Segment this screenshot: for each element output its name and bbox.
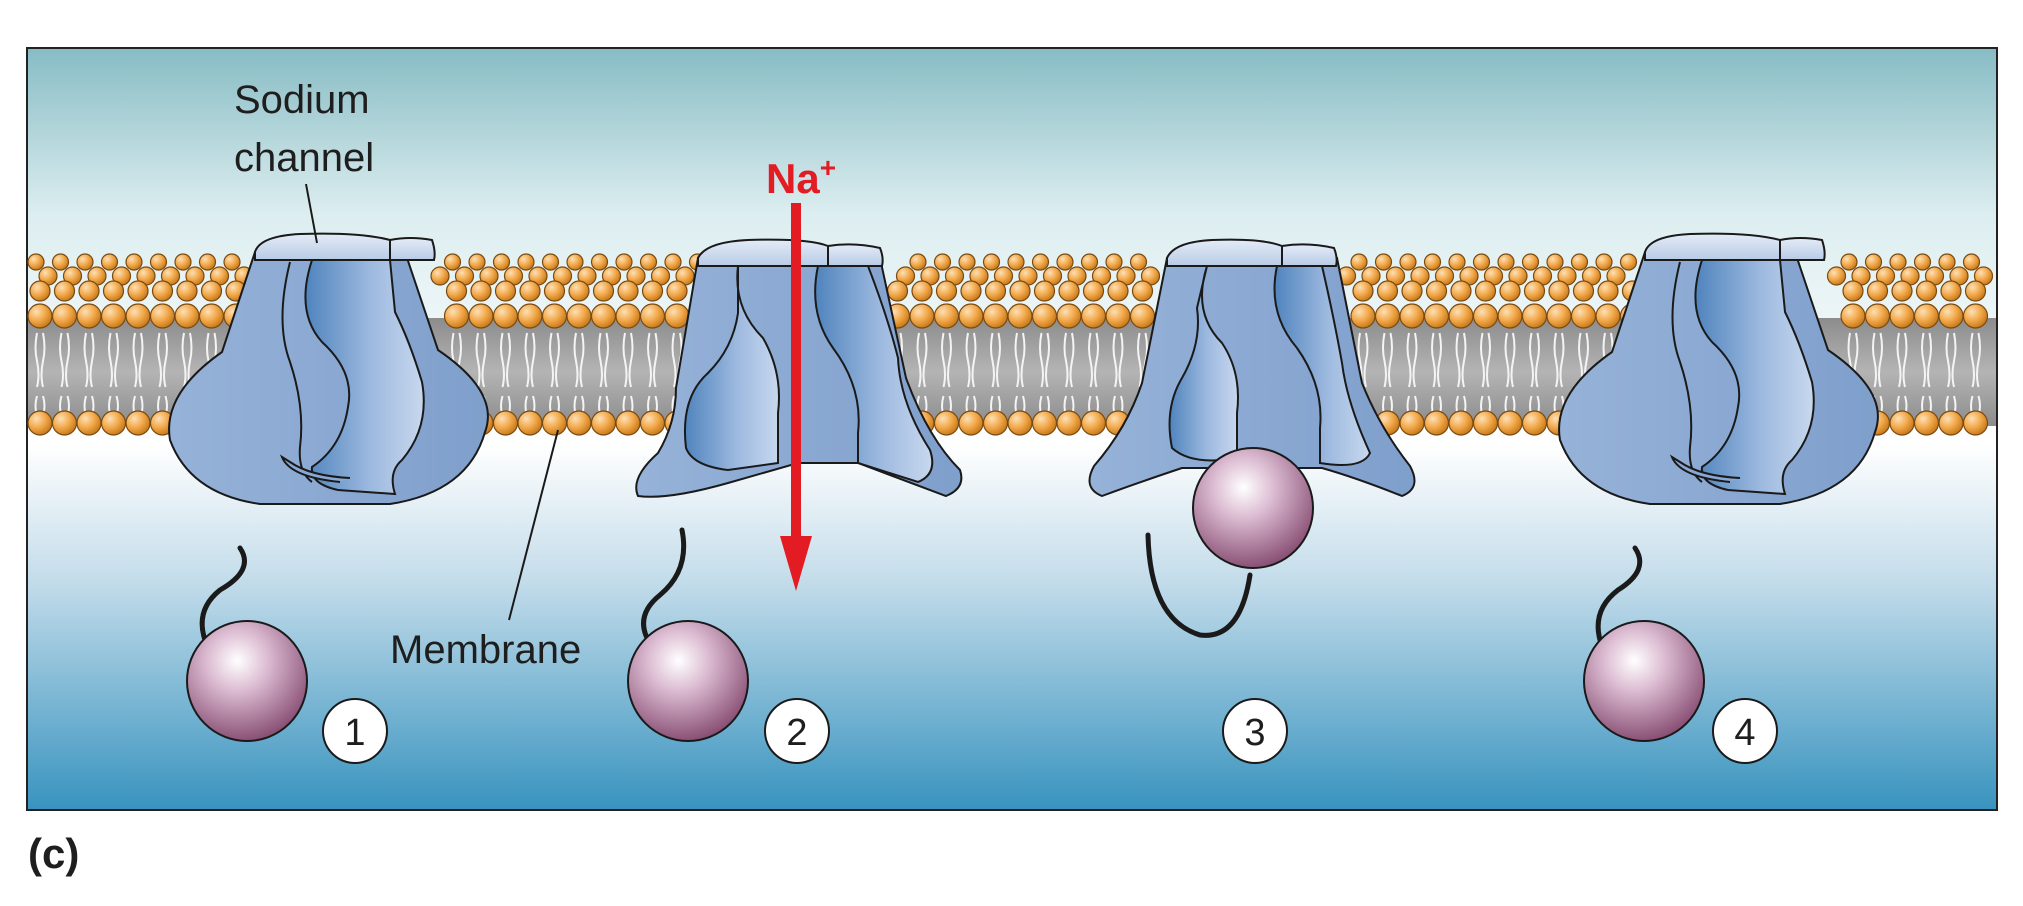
sodium-channel-step-2 — [627, 238, 963, 742]
sodium-channel-label-line2: channel — [234, 136, 374, 180]
sodium-channel-step-4 — [1558, 232, 1879, 742]
sodium-channel-label-line1: Sodium — [234, 78, 370, 122]
svg-text:1: 1 — [344, 712, 365, 754]
membrane-label: Membrane — [390, 628, 581, 672]
step-badge-2: 2 — [764, 698, 830, 764]
sodium-channel-step-3 — [1088, 238, 1416, 638]
inactivation-ball-4 — [1583, 620, 1705, 742]
sodium-channel-step-1 — [168, 232, 489, 742]
inactivation-ball-3 — [1192, 447, 1314, 569]
sodium-channel-leader-line — [305, 183, 318, 244]
step-badge-3: 3 — [1222, 698, 1288, 764]
panel-label: (c) — [28, 830, 79, 877]
sodium-ion-flow-arrow — [780, 203, 812, 591]
step-badge-4: 4 — [1712, 698, 1778, 764]
svg-text:2: 2 — [786, 712, 807, 754]
svg-text:3: 3 — [1244, 712, 1265, 754]
membrane-leader-line — [508, 429, 559, 621]
sodium-ion-label: Na+ — [766, 152, 836, 202]
svg-text:4: 4 — [1734, 712, 1755, 754]
inactivation-ball-1 — [186, 620, 308, 742]
inactivation-ball-2 — [627, 620, 749, 742]
step-badge-1: 1 — [322, 698, 388, 764]
